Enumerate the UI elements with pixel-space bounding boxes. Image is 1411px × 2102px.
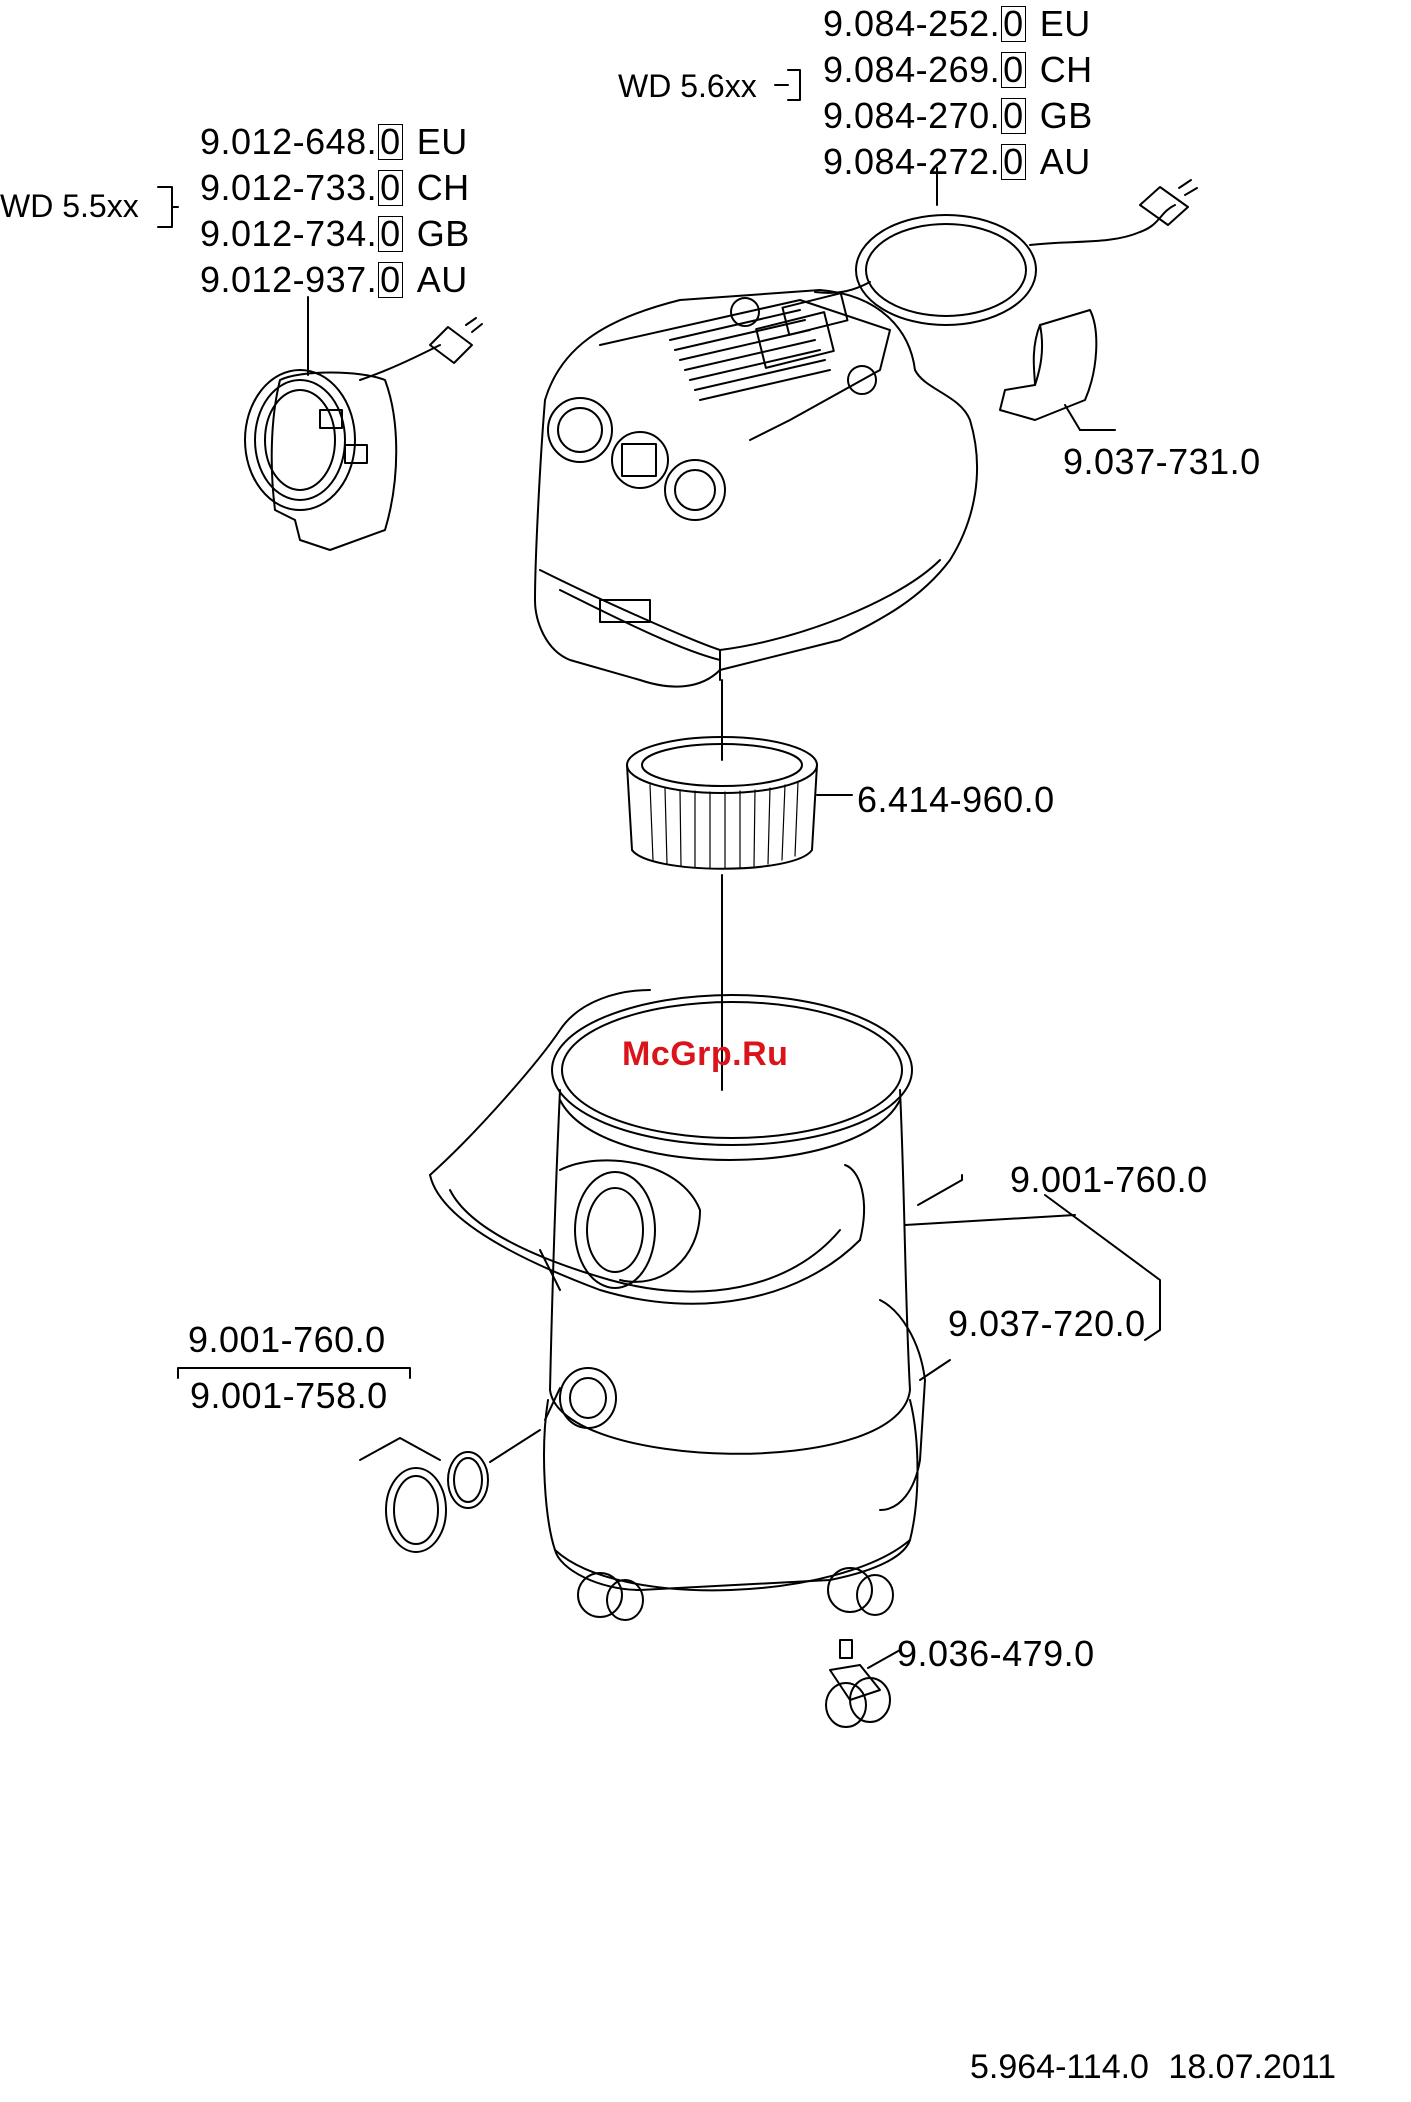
watermark: McGrp.Ru (622, 1035, 788, 1074)
wd55-code-au: 9.012-937.0 AU (200, 262, 468, 298)
wd56-bracket (775, 70, 800, 100)
wd55-code-eu: 9.012-648.0 EU (200, 124, 468, 160)
wd56-code-au: 9.084-272.0 AU (823, 144, 1091, 180)
country-code: AU (1040, 141, 1091, 182)
part-number-cap-b: 9.001-758.0 (190, 1378, 388, 1414)
wd56-code-ch: 9.084-269.0 CH (823, 52, 1093, 88)
doc-number: 5.964-114.0 (970, 2048, 1149, 2086)
part-number-container-a: 9.001-760.0 (1010, 1162, 1208, 1198)
part-number-cap-a: 9.001-760.0 (188, 1322, 386, 1358)
code-box: 0 (1001, 52, 1026, 88)
motor-head-drawing (535, 290, 977, 687)
country-code: GB (417, 213, 470, 254)
code-main: 9.084-272. (823, 141, 1000, 182)
country-code: EU (1040, 3, 1091, 44)
caster-drawing (826, 1640, 900, 1727)
wd55-bracket (158, 187, 178, 227)
country-code: CH (417, 167, 470, 208)
country-code: GB (1040, 95, 1093, 136)
wd56-code-eu: 9.084-252.0 EU (823, 6, 1091, 42)
wd56-code-gb: 9.084-270.0 GB (823, 98, 1093, 134)
wd55-code-gb: 9.012-734.0 GB (200, 216, 470, 252)
code-main: 9.012-937. (200, 259, 377, 300)
part-number-filter: 6.414-960.0 (857, 782, 1055, 818)
doc-date: 18.07.2011 (1168, 2048, 1336, 2086)
code-box: 0 (378, 216, 403, 252)
code-main: 9.084-269. (823, 49, 1000, 90)
code-main: 9.084-270. (823, 95, 1000, 136)
code-box: 0 (378, 124, 403, 160)
wd55-model-label: WD 5.5xx (0, 190, 139, 222)
code-main: 9.084-252. (823, 3, 1000, 44)
part-number-caster: 9.036-479.0 (897, 1636, 1095, 1672)
code-main: 9.012-733. (200, 167, 377, 208)
cable-reel-drawing (245, 297, 482, 550)
filter-drawing (627, 680, 852, 1090)
code-box: 0 (378, 262, 403, 298)
code-box: 0 (1001, 144, 1026, 180)
code-main: 9.012-734. (200, 213, 377, 254)
power-cord-top (815, 168, 1197, 325)
code-box: 0 (1001, 6, 1026, 42)
footer: 5.964-114.0 18.07.2011 (970, 2048, 1336, 2087)
country-code: AU (417, 259, 468, 300)
part-number-container-b: 9.037-720.0 (948, 1306, 1146, 1342)
code-box: 0 (1001, 98, 1026, 134)
part-number-hose-holder: 9.037-731.0 (1063, 444, 1261, 480)
code-main: 9.012-648. (200, 121, 377, 162)
wd56-model-label: WD 5.6xx (618, 70, 757, 102)
wd55-code-ch: 9.012-733.0 CH (200, 170, 470, 206)
code-box: 0 (378, 170, 403, 206)
country-code: CH (1040, 49, 1093, 90)
hose-holder-drawing (1000, 310, 1115, 430)
country-code: EU (417, 121, 468, 162)
